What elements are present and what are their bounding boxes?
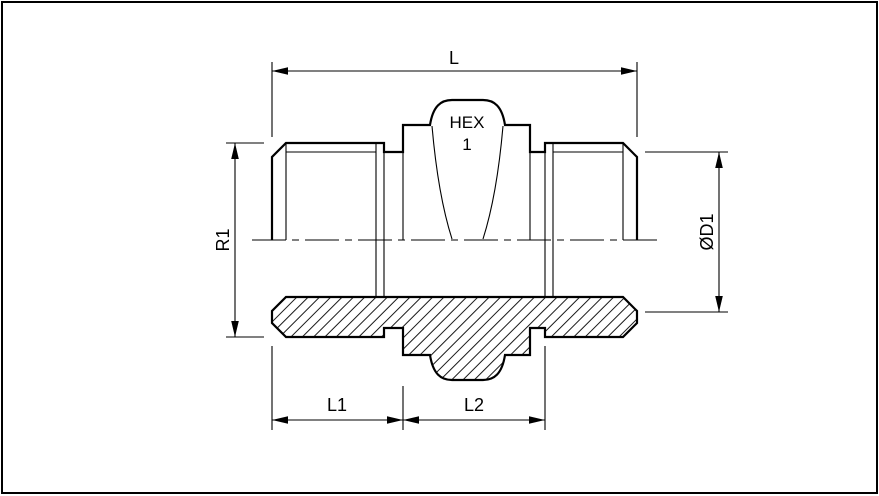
hex-callout: HEX 1 bbox=[450, 113, 485, 154]
arrowhead bbox=[529, 416, 545, 424]
arrowhead bbox=[715, 296, 723, 312]
dimension-left-thread: R1 bbox=[213, 142, 264, 338]
hex-size-label: 1 bbox=[462, 135, 471, 154]
arrowhead bbox=[272, 416, 288, 424]
dimension-right-diameter: ØD1 bbox=[645, 151, 728, 313]
section-hatch-area bbox=[270, 295, 639, 382]
arrowhead bbox=[621, 67, 637, 75]
arrowhead bbox=[231, 321, 239, 337]
dimension-length-2: L2 bbox=[403, 346, 546, 430]
part-section-lower bbox=[270, 295, 639, 382]
arrowhead bbox=[403, 416, 419, 424]
part-upper-profile bbox=[270, 98, 639, 297]
arrowhead bbox=[387, 416, 403, 424]
hex-facet-arc bbox=[482, 125, 504, 240]
arrowhead bbox=[231, 143, 239, 159]
arrowhead bbox=[715, 152, 723, 168]
dim-label-D1: ØD1 bbox=[697, 213, 717, 250]
hex-label: HEX bbox=[450, 113, 485, 132]
dim-label-L: L bbox=[449, 48, 459, 68]
outer-profile-line bbox=[270, 98, 639, 240]
arrowhead bbox=[272, 67, 288, 75]
dim-label-R1: R1 bbox=[213, 228, 233, 251]
dim-label-L2: L2 bbox=[464, 395, 484, 415]
dim-label-L1: L1 bbox=[327, 395, 347, 415]
dimension-overall-length: L bbox=[271, 48, 638, 137]
hex-facet-arc bbox=[431, 125, 453, 240]
dimension-length-1: L1 bbox=[271, 346, 404, 430]
